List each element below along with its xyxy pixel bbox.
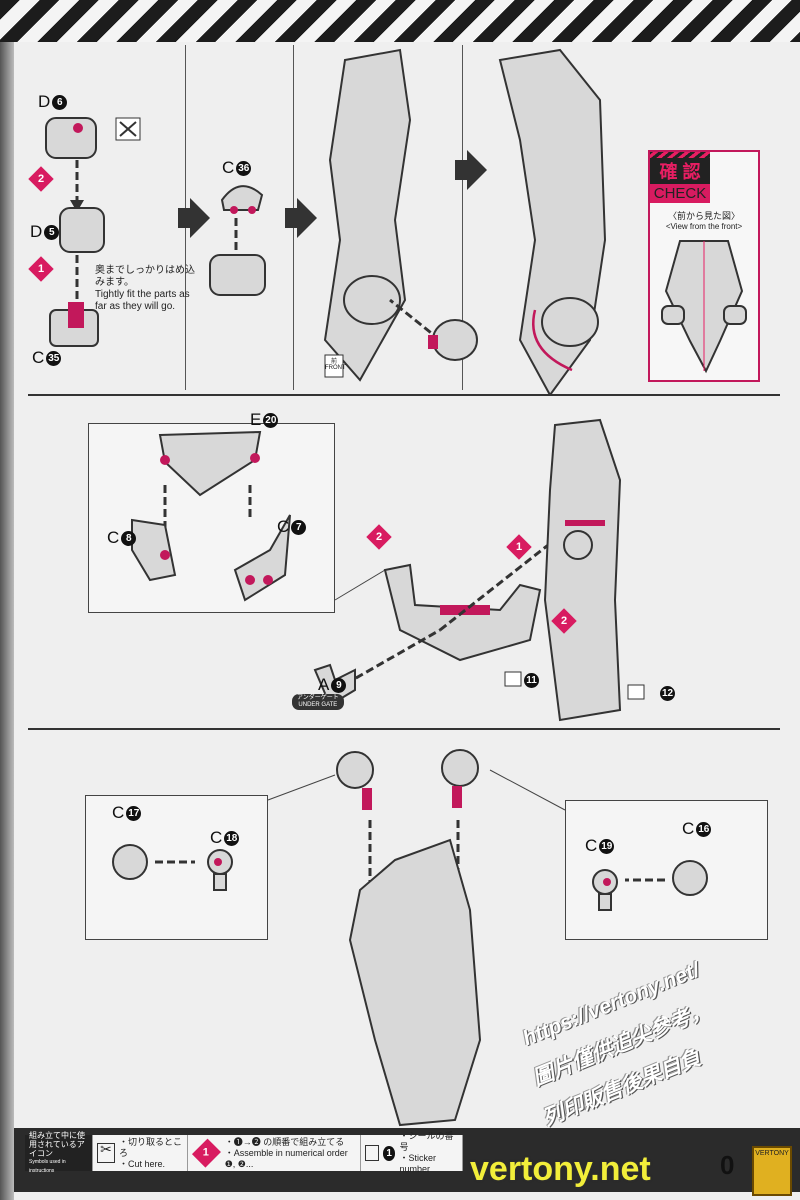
flow-arrow-icon [455, 150, 487, 190]
ball-joint-drawing [441, 749, 479, 808]
part-d5-drawing [59, 207, 105, 253]
sticker-icon [504, 671, 645, 700]
sticker-icon [365, 1145, 379, 1161]
legend-order: 1・❶→❷ の順番で組み立てる・Assemble in numerical or… [188, 1135, 361, 1171]
sticker-number-12: 12 [660, 686, 675, 701]
joint-drawing [209, 254, 266, 296]
part-c16-drawing [672, 860, 708, 896]
legend-sticker: 1・シールの番号・Sticker number [361, 1131, 463, 1174]
check-caption-jp: 〈前から見た図〉 [667, 211, 740, 221]
front-view-drawing [661, 240, 747, 374]
header-hazard-stripes [0, 0, 800, 42]
legend-cut: ✂・切り取るところ・Cut here. [93, 1135, 188, 1171]
part-c18-drawing [207, 849, 233, 891]
ball-joint-drawing [336, 751, 374, 810]
section2-illustrations [131, 418, 645, 722]
arm-final-drawing [348, 838, 482, 1127]
part-c17-drawing [112, 844, 148, 880]
part-c8-drawing [131, 518, 177, 582]
flow-arrow-icon [178, 198, 210, 238]
flow-arrow-icon [285, 198, 317, 238]
rotate-arrow-icon [532, 309, 573, 372]
section-divider [28, 728, 780, 730]
front-indicator-icon [324, 354, 344, 378]
cutter-icon [115, 117, 141, 141]
leg-assembled-drawing [498, 48, 607, 395]
section1-illustrations [45, 48, 607, 395]
watermark-site: vertony.net [470, 1150, 651, 1188]
part-d6-drawing [45, 117, 97, 159]
leg-assembly-drawing [323, 48, 412, 382]
check-caption-en: <View from the front> [665, 222, 743, 231]
section-divider [28, 394, 780, 396]
arm-assembly-drawing [543, 418, 622, 722]
cutter-icon: ✂ [97, 1142, 115, 1163]
part-c7-drawing [233, 514, 291, 602]
callout-box-right [565, 800, 768, 940]
page-number: 0 [720, 1150, 735, 1180]
fit-note: 奥までしっかりはめ込みます。Tightly fit the parts as f… [95, 265, 195, 312]
step-separator [462, 45, 463, 390]
page-binding-edge [0, 0, 14, 1200]
part-c19-drawing [592, 869, 618, 911]
part-c36-drawing [220, 185, 264, 214]
vertony-logo: VERTONY [752, 1146, 792, 1196]
part-e20-drawing [158, 430, 262, 497]
section3-illustrations [112, 749, 708, 1127]
sticker-number-11: 11 [524, 673, 539, 688]
part-c35-drawing [49, 302, 99, 347]
